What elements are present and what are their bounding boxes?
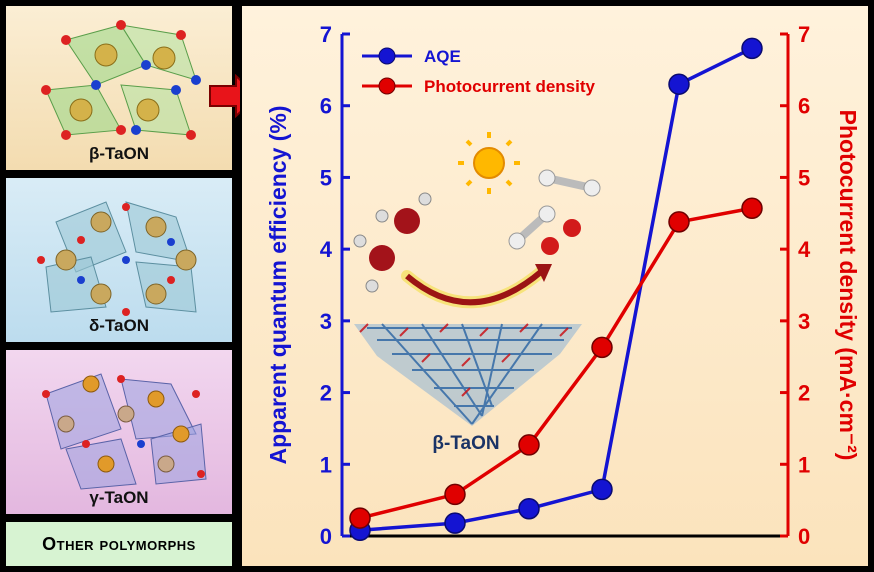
gamma-taon-structure-icon xyxy=(42,373,207,490)
photocurrent-data-point xyxy=(444,483,466,506)
aqe-data-point xyxy=(668,73,690,95)
gamma-taon-panel: γ-TaON xyxy=(4,348,234,516)
left-tick-label: 3 xyxy=(320,309,332,334)
aqe-data-point xyxy=(518,497,540,520)
legend: AQE Photocurrent density xyxy=(362,47,596,96)
left-axis-title: Apparent quantum efficiency (%) xyxy=(265,105,291,464)
left-tick-label: 5 xyxy=(320,165,332,190)
gamma-taon-label: γ-TaON xyxy=(89,488,149,507)
right-tick-label: 0 xyxy=(798,524,810,549)
left-axis-ticks: 0 1 2 3 4 5 6 7 xyxy=(320,22,350,549)
other-polymorphs-label: Other polymorphs xyxy=(42,533,196,554)
delta-taon-label: δ-TaON xyxy=(88,316,150,335)
legend-aqe-label: AQE xyxy=(424,47,461,66)
right-tick-label: 6 xyxy=(798,94,810,119)
aqe-photocurrent-chart: β-TaON 0 1 2 3 4 5 6 7 0 1 2 3 4 5 6 7 Apparent quantu… xyxy=(265,22,861,549)
sun-icon xyxy=(458,132,520,194)
right-tick-label: 5 xyxy=(798,165,810,190)
photocurrent-data-point xyxy=(349,507,371,529)
left-tick-label: 4 xyxy=(320,237,333,262)
delta-taon-structure-icon xyxy=(37,201,197,316)
photocurrent-data-point xyxy=(518,434,540,456)
beta-taon-structure-icon xyxy=(41,20,201,140)
right-axis-ticks: 0 1 2 3 4 5 6 7 xyxy=(780,22,811,549)
aqe-series-line xyxy=(359,46,753,533)
left-tick-label: 7 xyxy=(320,22,332,47)
inset-beta-taon-label: β-TaON xyxy=(432,433,499,454)
left-tick-label: 0 xyxy=(320,524,332,549)
photocurrent-data-point xyxy=(741,197,763,220)
water-molecules-icon xyxy=(353,192,432,293)
aqe-data-point xyxy=(591,478,613,501)
left-tick-label: 1 xyxy=(320,452,332,477)
reaction-arrow-icon xyxy=(405,268,544,306)
right-tick-label: 7 xyxy=(798,22,810,47)
left-tick-label: 2 xyxy=(320,381,332,406)
right-tick-label: 2 xyxy=(798,381,810,406)
reaction-arrowhead-icon xyxy=(535,264,552,282)
aqe-data-point xyxy=(444,512,466,534)
series-layer xyxy=(349,37,763,542)
right-tick-label: 3 xyxy=(798,309,810,334)
right-tick-label: 4 xyxy=(798,237,811,262)
beta-taon-label: β-TaON xyxy=(88,144,150,163)
photocurrent-data-point xyxy=(668,211,690,233)
catalyst-lattice-icon xyxy=(354,323,582,426)
product-molecules-icon xyxy=(508,169,601,255)
left-tick-label: 6 xyxy=(320,94,332,119)
chart-panel: β-TaON 0 1 2 3 4 5 6 7 0 1 2 3 4 5 6 7 Apparent quantu… xyxy=(240,4,870,568)
right-tick-label: 1 xyxy=(798,452,810,477)
aqe-data-point xyxy=(741,37,763,60)
right-axis-title: Photocurrent density (mA·cm⁻²) xyxy=(835,110,861,461)
beta-taon-panel: β-TaON xyxy=(4,4,234,172)
photocurrent-series-line xyxy=(359,206,753,520)
legend-photocurrent-marker xyxy=(378,77,396,95)
other-polymorphs-panel: Other polymorphs xyxy=(4,520,234,568)
legend-photocurrent-label: Photocurrent density xyxy=(424,77,596,96)
legend-aqe-marker xyxy=(378,47,396,65)
photocurrent-data-point xyxy=(591,336,613,359)
delta-taon-panel: δ-TaON xyxy=(4,176,234,344)
